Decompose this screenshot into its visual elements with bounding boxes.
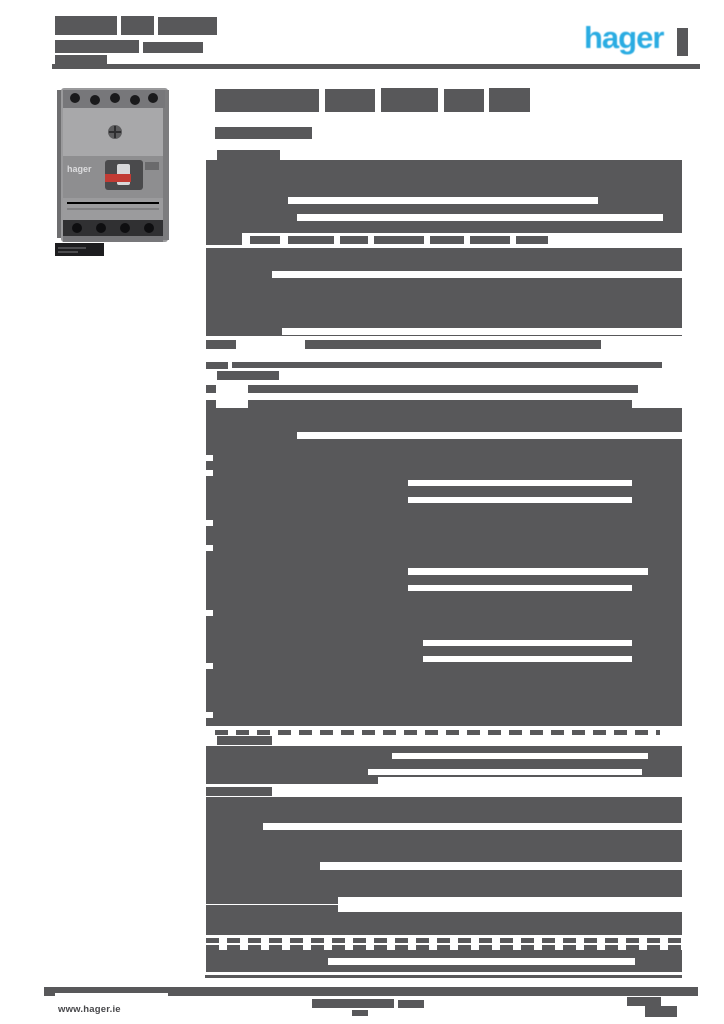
footer-url-box: www.hager.ie <box>55 993 168 1017</box>
redacted-text-bar <box>143 42 203 53</box>
dashed-separator <box>215 730 660 735</box>
redacted-text-bar <box>489 88 530 112</box>
logo-side-mark <box>677 28 688 56</box>
redacted-text-bar <box>248 385 638 393</box>
paragraph-block <box>206 912 682 935</box>
product-caption <box>55 243 104 256</box>
redacted-text-bar <box>374 236 424 244</box>
paragraph-block <box>206 248 682 336</box>
dashed-separator <box>206 938 682 943</box>
text-gap <box>205 520 213 526</box>
text-gap <box>392 753 648 759</box>
redacted-text-bar <box>206 233 242 245</box>
redacted-text-bar <box>248 400 632 408</box>
text-gap <box>423 656 632 662</box>
text-gap <box>272 271 682 278</box>
redacted-text-bar <box>312 999 394 1008</box>
text-gap <box>205 663 213 669</box>
redacted-text-bar <box>217 150 280 161</box>
footer-url-link[interactable]: www.hager.ie <box>58 1004 121 1015</box>
redacted-text-bar <box>206 362 228 369</box>
text-gap <box>328 958 635 965</box>
redacted-text-bar <box>206 385 216 393</box>
text-gap <box>282 328 682 335</box>
text-gap <box>408 497 632 503</box>
text-gap <box>205 545 213 551</box>
redacted-text-bar <box>121 16 154 35</box>
text-gap <box>205 712 213 718</box>
redacted-text-bar <box>352 1010 368 1016</box>
text-gap <box>408 568 648 575</box>
dashed-separator <box>206 945 682 950</box>
text-gap <box>320 862 682 870</box>
text-gap <box>297 214 663 221</box>
redacted-text-bar <box>206 400 216 408</box>
text-gap <box>205 455 213 461</box>
redacted-text-bar <box>158 17 217 35</box>
redacted-text-bar <box>470 236 510 244</box>
redacted-text-bar <box>215 89 319 112</box>
redacted-text-bar <box>217 371 279 380</box>
text-gap <box>368 769 642 775</box>
text-gap <box>297 432 682 439</box>
redacted-text-bar <box>288 236 334 244</box>
redacted-text-bar <box>645 1006 677 1017</box>
photo-brand-text: hager <box>67 164 92 174</box>
footer-band <box>44 987 698 996</box>
redacted-text-bar <box>398 1000 424 1008</box>
section-heading-bar <box>215 127 312 139</box>
redacted-text-bar <box>55 55 107 64</box>
redacted-text-bar <box>381 88 438 112</box>
redacted-text-bar <box>206 905 338 912</box>
redacted-text-bar <box>55 16 117 35</box>
redacted-text-bar <box>232 362 662 368</box>
text-gap <box>288 197 598 204</box>
redacted-text-bar <box>516 236 548 244</box>
redacted-text-bar <box>206 340 236 349</box>
redacted-text-bar <box>444 89 484 112</box>
text-gap <box>205 610 213 616</box>
paragraph-block <box>206 408 682 726</box>
redacted-text-bar <box>217 736 272 745</box>
redacted-text-bar <box>430 236 464 244</box>
redacted-text-bar <box>325 89 375 112</box>
footer-rule-top <box>205 975 682 978</box>
text-gap <box>423 640 632 646</box>
redacted-text-bar <box>55 40 139 53</box>
redacted-text-bar <box>206 787 272 796</box>
text-gap <box>263 823 682 830</box>
redacted-text-bar <box>627 997 661 1006</box>
hager-logo: hager <box>584 20 664 55</box>
paragraph-block <box>206 870 682 897</box>
redacted-text-bar <box>305 340 601 349</box>
text-gap <box>408 480 632 486</box>
redacted-text-bar <box>340 236 368 244</box>
text-gap <box>205 470 213 476</box>
redacted-text-bar <box>250 236 280 244</box>
caption-redacted-text <box>58 247 86 249</box>
product-photo: hager <box>57 88 169 242</box>
header-rule <box>52 64 700 69</box>
text-gap <box>408 585 632 591</box>
redacted-text-bar <box>206 777 378 784</box>
redacted-text-bar <box>206 897 338 904</box>
paragraph-block <box>206 797 682 870</box>
caption-redacted-text <box>58 251 78 253</box>
